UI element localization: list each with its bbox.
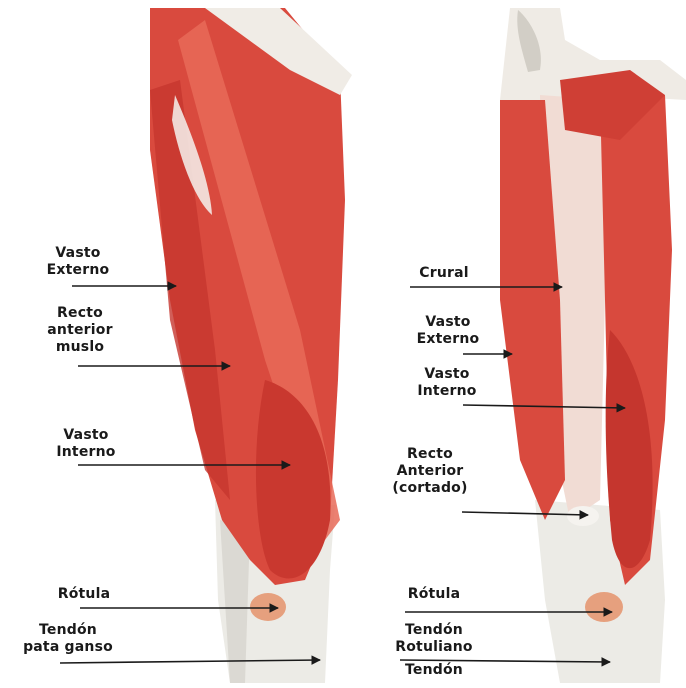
label-left-recto-anterior-muslo: Recto anterior muslo <box>34 305 126 356</box>
label-right-tendon-bottom: Tendón <box>384 662 484 679</box>
label-line: anterior <box>34 322 126 339</box>
right-leg <box>500 8 686 683</box>
right-recto-cut <box>567 506 599 526</box>
label-line: Interno <box>401 383 493 400</box>
label-line: Anterior <box>375 463 485 480</box>
label-right-recto-anterior-cortado: Recto Anterior (cortado) <box>375 446 485 497</box>
label-line: Vasto <box>401 366 493 383</box>
label-line: Vasto <box>40 427 132 444</box>
label-right-vasto-externo: Vasto Externo <box>402 314 494 348</box>
label-line: Recto <box>375 446 485 463</box>
label-left-vasto-externo: Vasto Externo <box>32 245 124 279</box>
label-line: Tendón <box>12 622 124 639</box>
label-line: Tendón <box>384 662 484 679</box>
label-line: Rótula <box>388 586 480 603</box>
label-line: pata ganso <box>12 639 124 656</box>
label-line: Rotuliano <box>384 639 484 656</box>
left-patella <box>250 593 286 621</box>
label-line: Externo <box>32 262 124 279</box>
label-line: Recto <box>34 305 126 322</box>
label-left-vasto-interno: Vasto Interno <box>40 427 132 461</box>
left-leg <box>150 8 352 683</box>
label-line: (cortado) <box>375 480 485 497</box>
label-line: Crural <box>398 265 490 282</box>
label-line: Rótula <box>38 586 130 603</box>
label-right-tendon-rotuliano: Tendón Rotuliano <box>384 622 484 656</box>
label-left-rotula: Rótula <box>38 586 130 603</box>
label-line: Tendón <box>384 622 484 639</box>
label-left-tendon-pata-ganso: Tendón pata ganso <box>12 622 124 656</box>
label-right-crural: Crural <box>398 265 490 282</box>
right-patella <box>585 592 623 622</box>
label-line: muslo <box>34 339 126 356</box>
label-line: Vasto <box>32 245 124 262</box>
label-line: Interno <box>40 444 132 461</box>
label-right-vasto-interno: Vasto Interno <box>401 366 493 400</box>
label-line: Vasto <box>402 314 494 331</box>
label-line: Externo <box>402 331 494 348</box>
label-right-rotula: Rótula <box>388 586 480 603</box>
